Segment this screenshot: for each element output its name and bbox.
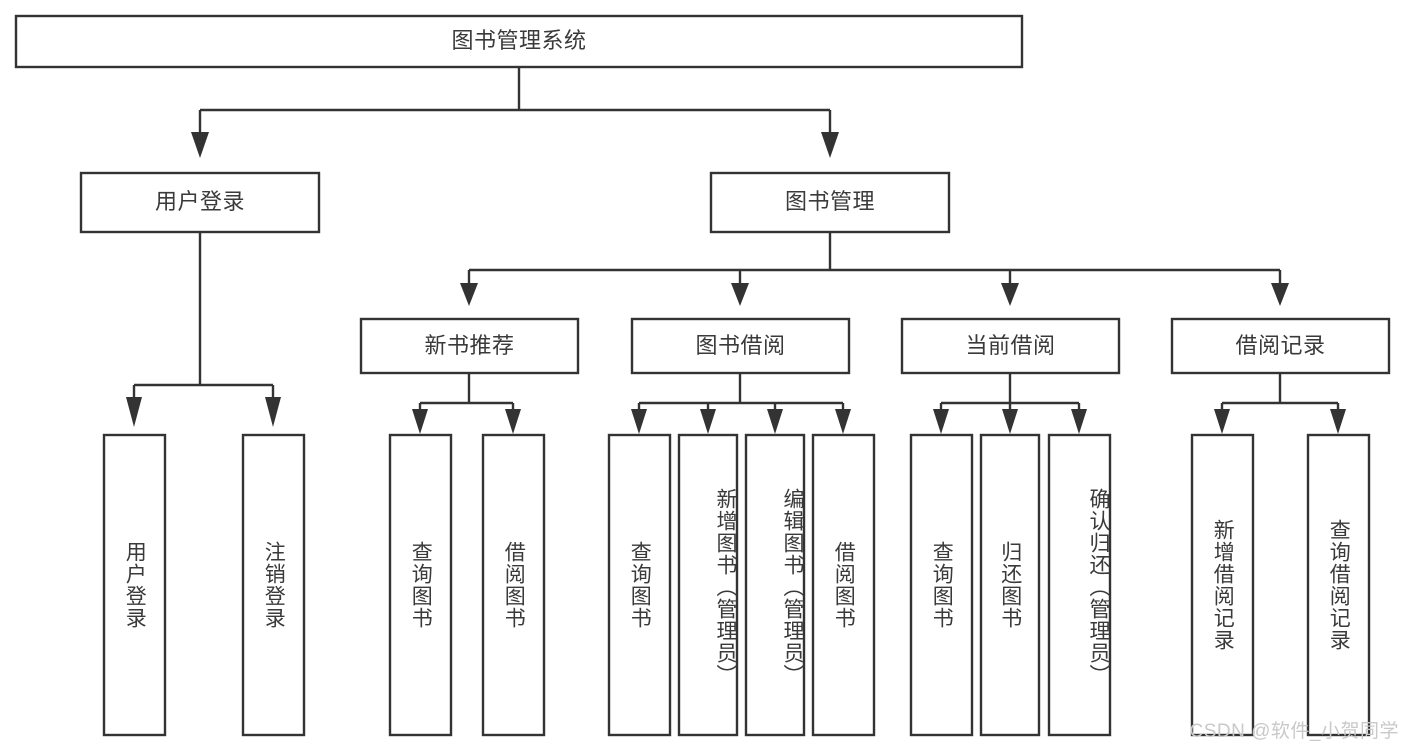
arrowhead-nb-leaf-2: [505, 409, 521, 434]
node-borrow-records[interactable]: [1170, 317, 1391, 375]
arrowhead-book-borrow: [731, 283, 749, 306]
node-leaf-current-borrow-2[interactable]: [1047, 433, 1112, 737]
node-leaf-book-borrow-1[interactable]: [677, 433, 739, 737]
node-leaf-book-borrow-3[interactable]: [811, 433, 876, 737]
arrowhead-cb-leaf-2: [1002, 409, 1018, 434]
arrowhead-book-manage: [821, 132, 839, 158]
arrowhead-user-login: [191, 132, 209, 158]
arrowhead-cb-leaf-1: [933, 409, 949, 434]
edges-user-login-to-leaves: [126, 232, 281, 427]
arrowhead-br-leaf-2: [1330, 409, 1346, 434]
arrowhead-br-leaf-1: [1214, 409, 1230, 434]
node-leaf-borrow-records-1[interactable]: [1306, 433, 1371, 737]
arrowhead-bb-leaf-4: [835, 409, 851, 434]
edges-borrow-records-to-leaves: [1214, 373, 1346, 434]
arrowhead-bb-leaf-3: [767, 409, 783, 434]
arrowhead-cb-leaf-3: [1071, 409, 1087, 434]
node-leaf-user-login-1[interactable]: [241, 433, 306, 737]
node-leaf-borrow-records-0[interactable]: [1190, 433, 1255, 737]
arrowhead-ul-leaf-2: [265, 397, 281, 427]
node-leaf-book-borrow-2[interactable]: [744, 433, 806, 737]
node-new-book-recommend[interactable]: [359, 317, 580, 375]
arrowhead-nb-leaf-1: [412, 409, 428, 434]
edges-book-borrow-to-leaves: [631, 373, 851, 434]
node-leaf-new-book-1[interactable]: [481, 433, 546, 737]
arrowhead-borrow-records: [1271, 283, 1289, 306]
node-book-manage[interactable]: [709, 171, 951, 234]
node-leaf-new-book-0[interactable]: [388, 433, 453, 737]
edges-book-manage-to-level3: [460, 232, 1289, 306]
arrowhead-bb-leaf-2: [700, 409, 716, 434]
node-leaf-book-borrow-0[interactable]: [607, 433, 672, 737]
node-user-login[interactable]: [79, 171, 321, 234]
arrowhead-current-borrow: [1001, 283, 1019, 306]
edges-current-borrow-to-leaves: [933, 373, 1087, 434]
node-leaf-current-borrow-1[interactable]: [979, 433, 1041, 737]
arrowhead-bb-leaf-1: [631, 409, 647, 434]
node-root[interactable]: [14, 14, 1024, 69]
edges-root-to-level2: [191, 67, 839, 158]
edges-new-book-to-leaves: [412, 373, 521, 434]
node-leaf-user-login-0[interactable]: [102, 433, 167, 737]
node-current-borrow[interactable]: [900, 317, 1121, 375]
node-book-borrow[interactable]: [630, 317, 851, 375]
arrowhead-new-book: [460, 283, 478, 306]
arrowhead-ul-leaf-1: [126, 397, 142, 427]
node-leaf-current-borrow-0[interactable]: [909, 433, 974, 737]
